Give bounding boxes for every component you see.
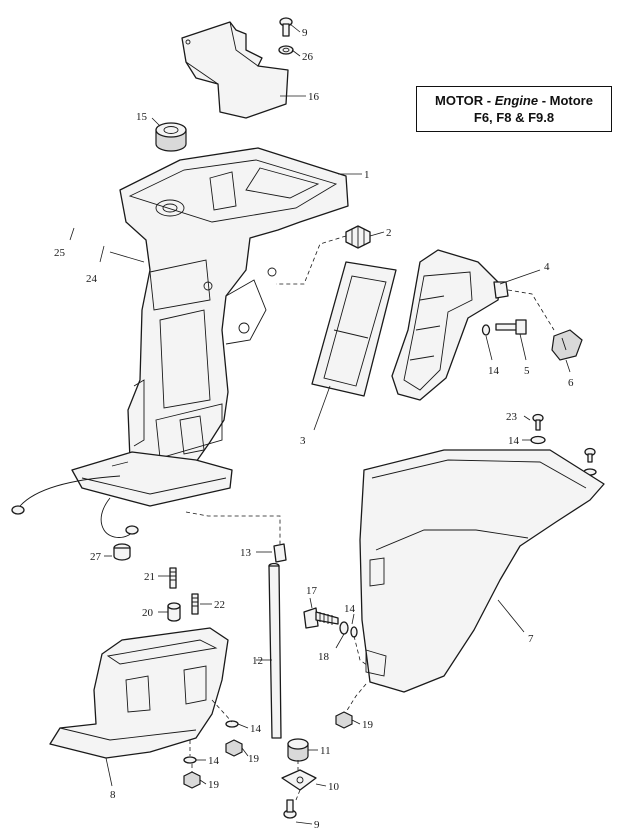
part-23-screw bbox=[532, 413, 544, 431]
callout-6: 6 bbox=[568, 377, 574, 389]
part-11-grommet bbox=[287, 738, 309, 762]
part-19-nut-b bbox=[225, 739, 243, 757]
part-16-bracket bbox=[181, 21, 289, 119]
part-12-rod bbox=[268, 562, 282, 739]
callout-26: 26 bbox=[302, 51, 314, 63]
title-motor: MOTOR - bbox=[435, 93, 495, 108]
callout-19-c: 19 bbox=[208, 779, 220, 791]
callout-15: 15 bbox=[136, 111, 148, 123]
callout-14-e: 14 bbox=[208, 755, 220, 767]
part-14-washer-c bbox=[350, 626, 358, 638]
callout-17: 17 bbox=[306, 585, 318, 597]
leader-lines bbox=[69, 23, 571, 825]
callout-9: 9 bbox=[302, 27, 308, 39]
part-19-nut-c bbox=[183, 771, 201, 789]
callout-20: 20 bbox=[142, 607, 154, 619]
callout-14-a: 14 bbox=[488, 365, 500, 377]
part-1-upper-casing bbox=[11, 147, 349, 538]
diagram-title-box: MOTOR - Engine - Motore F6, F8 & F9.8 bbox=[416, 86, 612, 132]
part-5-bolt bbox=[495, 319, 527, 335]
callout-3: 3 bbox=[300, 435, 306, 447]
callout-22: 22 bbox=[214, 599, 225, 611]
part-8-lower-casing bbox=[49, 627, 229, 759]
callout-19-a: 19 bbox=[362, 719, 374, 731]
callout-1: 1 bbox=[364, 169, 370, 181]
callout-5: 5 bbox=[524, 365, 530, 377]
part-14-washer-a bbox=[481, 324, 491, 336]
part-15-bushing bbox=[155, 122, 187, 152]
title-engine: Engine bbox=[494, 93, 539, 108]
callout-11: 11 bbox=[320, 745, 331, 757]
part-21-stud bbox=[169, 567, 177, 589]
callout-25: 25 bbox=[54, 247, 66, 259]
callout-18: 18 bbox=[318, 651, 330, 663]
callout-27: 27 bbox=[90, 551, 102, 563]
part-9-screw-bottom bbox=[283, 799, 297, 819]
callout-14-b: 14 bbox=[508, 435, 520, 447]
callout-23: 23 bbox=[506, 411, 518, 423]
part-4-exhaust-guide bbox=[391, 249, 509, 401]
callout-2: 2 bbox=[386, 227, 392, 239]
callout-7: 7 bbox=[528, 633, 534, 645]
part-2-fitting bbox=[345, 225, 371, 249]
side-screw bbox=[583, 447, 597, 476]
part-18-ring bbox=[339, 621, 349, 635]
title-line-1: MOTOR - Engine - Motore bbox=[435, 92, 593, 109]
callout-21: 21 bbox=[144, 571, 155, 583]
part-7-apron bbox=[359, 449, 605, 693]
part-9-screw-top bbox=[279, 17, 293, 37]
callout-10: 10 bbox=[328, 781, 340, 793]
part-13-cap bbox=[273, 543, 287, 563]
part-14-washer-b bbox=[530, 435, 546, 445]
title-models: F6, F8 & F9.8 bbox=[473, 110, 555, 125]
callout-14-d: 14 bbox=[250, 723, 262, 735]
part-26-washer bbox=[278, 45, 294, 55]
part-3-gasket bbox=[311, 261, 397, 397]
callout-24: 24 bbox=[86, 273, 98, 285]
callout-8: 8 bbox=[110, 789, 116, 801]
part-19-nut-a bbox=[335, 711, 353, 729]
callout-16: 16 bbox=[308, 91, 320, 103]
title-motore: - Motore bbox=[538, 93, 593, 108]
part-22-stud bbox=[191, 593, 199, 615]
callout-14-c: 14 bbox=[344, 603, 356, 615]
part-14-washer-e bbox=[183, 756, 197, 764]
callout-labels: 9 26 16 15 1 2 3 4 5 6 14 23 14 7 25 24 … bbox=[54, 27, 574, 831]
callout-12: 12 bbox=[252, 655, 263, 667]
part-10-bracket bbox=[281, 769, 317, 791]
part-17-bolt bbox=[303, 607, 339, 629]
part-20-collar bbox=[167, 602, 181, 622]
part-6-block bbox=[551, 329, 583, 361]
part-27-screw bbox=[113, 543, 131, 561]
callout-19-b: 19 bbox=[248, 753, 260, 765]
callout-4: 4 bbox=[544, 261, 550, 273]
callout-9-b: 9 bbox=[314, 819, 320, 831]
callout-13: 13 bbox=[240, 547, 252, 559]
